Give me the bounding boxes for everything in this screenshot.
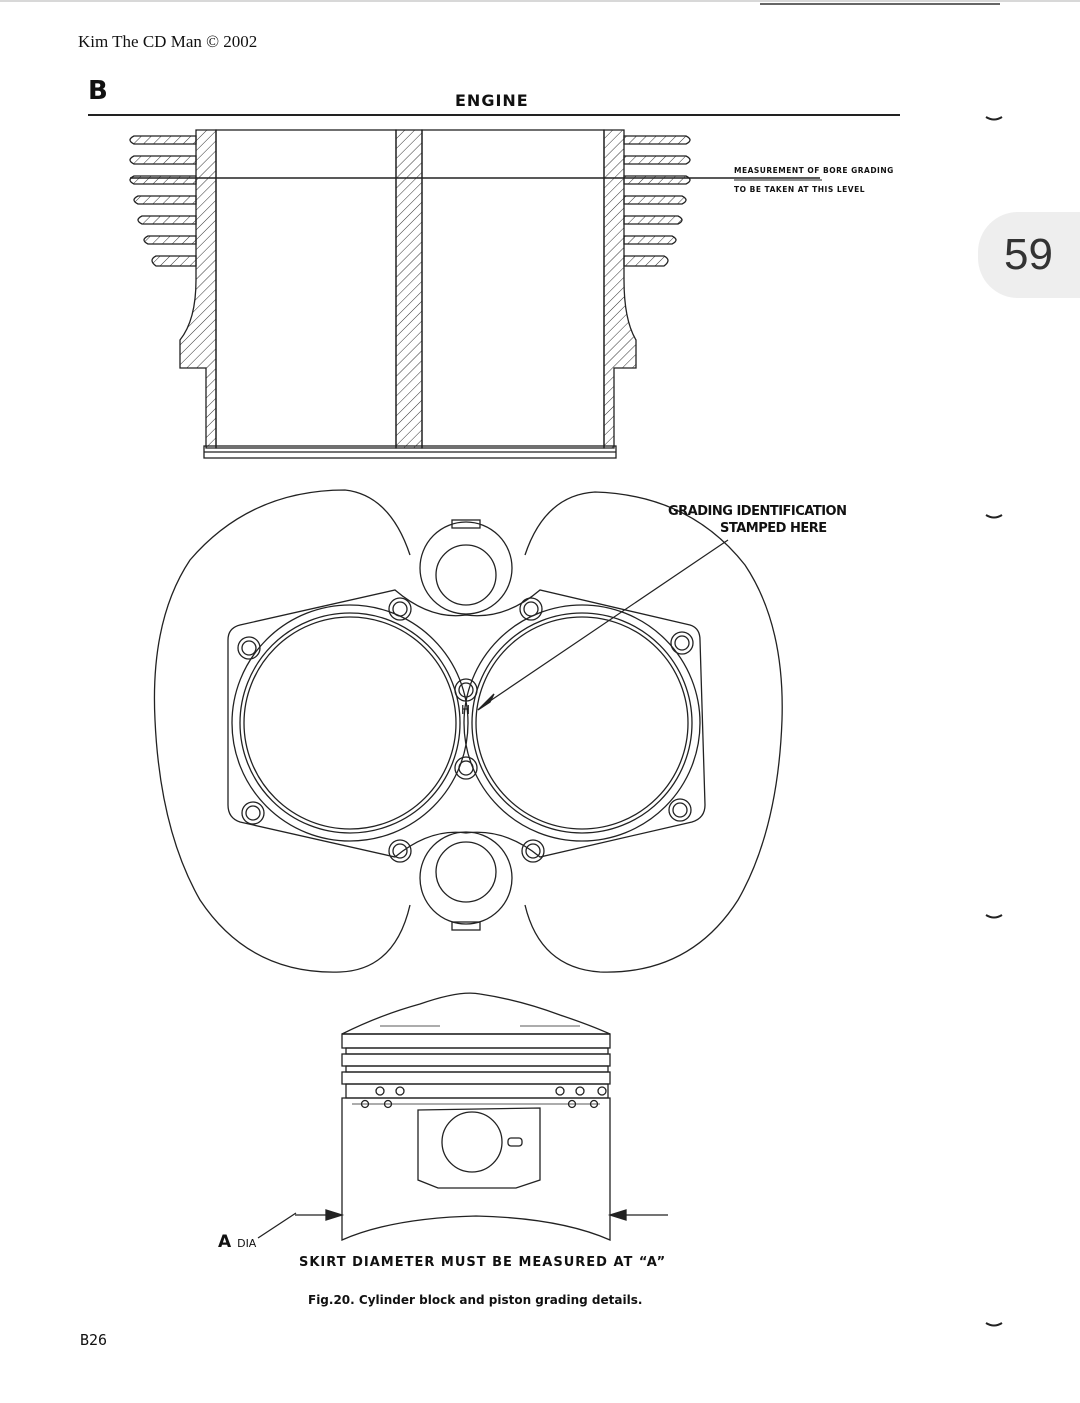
right-cooling-fins bbox=[623, 135, 691, 267]
stud-holes bbox=[237, 597, 694, 863]
page-number: B26 bbox=[80, 1331, 108, 1349]
top-edge-line bbox=[0, 0, 1080, 2]
grading-label-line2: STAMPED HERE bbox=[720, 521, 827, 536]
margin-mark-4 bbox=[985, 1322, 1003, 1327]
piston-drawing bbox=[257, 992, 668, 1241]
section-letter: B bbox=[88, 76, 108, 106]
copyright-text: Kim The CD Man © 2002 bbox=[78, 32, 258, 51]
caption-fig-number: Fig.20. bbox=[308, 1293, 355, 1307]
a-letter: A bbox=[218, 1232, 232, 1252]
figure-caption: Fig.20. Cylinder block and piston gradin… bbox=[308, 1293, 642, 1307]
section-title: ENGINE bbox=[455, 91, 529, 110]
caption-text: Cylinder block and piston grading detail… bbox=[358, 1293, 643, 1307]
block-plan-view bbox=[153, 489, 783, 973]
top-edge-line-dark bbox=[760, 3, 1000, 5]
page-badge-number: 59 bbox=[1004, 230, 1053, 279]
margin-mark-2 bbox=[985, 514, 1003, 519]
grading-label-line1: GRADING IDENTIFICATION bbox=[668, 504, 847, 519]
left-cooling-fins bbox=[129, 135, 197, 267]
skirt-instruction: SKIRT DIAMETER MUST BE MEASURED AT “A” bbox=[299, 1255, 667, 1270]
bore-measurement-label-line1: MEASUREMENT OF BORE GRADING bbox=[734, 166, 894, 175]
dia-text: DIA bbox=[237, 1237, 257, 1250]
header-rule bbox=[88, 114, 900, 116]
page-badge[interactable]: 59 bbox=[978, 212, 1080, 298]
margin-mark-3 bbox=[985, 914, 1003, 919]
cylinder-section bbox=[129, 129, 822, 459]
margin-mark-1 bbox=[985, 116, 1003, 121]
grading-h-mark: H bbox=[461, 703, 471, 717]
a-dia-label: A DIA bbox=[218, 1232, 256, 1252]
bore-measurement-label-line2: TO BE TAKEN AT THIS LEVEL bbox=[734, 185, 865, 194]
